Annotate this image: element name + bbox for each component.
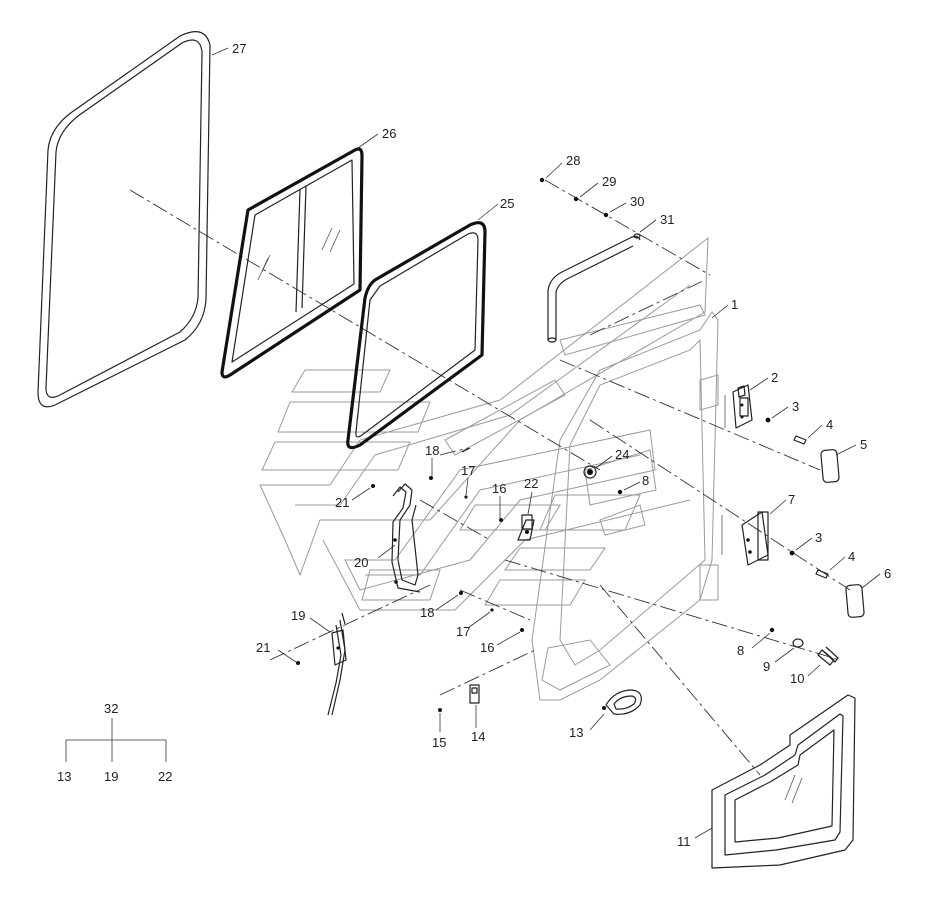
callout-22a: 22 [524,476,538,491]
door-frame-ghost [259,236,719,701]
fastener-8a [617,489,623,495]
hose-31 [547,233,641,343]
callout-10: 10 [790,671,804,686]
sliding-window-26 [220,147,364,379]
callout-21b: 21 [256,640,270,655]
callout-11: 11 [677,834,691,849]
callout-17a: 17 [461,463,475,478]
knob-24 [583,465,597,479]
callout-13b: 13 [57,769,71,784]
covers-5-6 [820,449,865,618]
lower-glass-11 [711,694,856,869]
callout-16b: 16 [480,640,494,655]
callout-14: 14 [471,729,485,744]
callout-labels: 27 26 25 28 29 30 31 1 2 3 4 5 7 3 4 6 2… [57,41,891,849]
callout-1: 1 [731,297,738,312]
small-screws [296,447,524,712]
callout-4b: 4 [848,549,855,564]
hinge-upper-2 [724,384,753,429]
callout-7: 7 [788,492,795,507]
callout-24: 24 [615,447,629,462]
callout-3b: 3 [815,530,822,545]
kit-tree-32 [65,718,167,762]
assembly-center-lines [129,179,851,776]
callout-32: 32 [104,701,118,716]
callout-26: 26 [382,126,396,141]
callout-21a: 21 [335,495,349,510]
callout-18b: 18 [420,605,434,620]
callout-6: 6 [884,566,891,581]
callout-18a: 18 [425,443,439,458]
callout-31: 31 [660,212,674,227]
callout-25: 25 [500,196,514,211]
callout-15: 15 [432,735,446,750]
callout-30: 30 [630,194,644,209]
latch-22 [517,514,535,541]
callout-28: 28 [566,153,580,168]
door-seal-27 [37,31,211,408]
fixed-window-25 [346,221,487,450]
callout-3a: 3 [792,399,799,414]
hinge-lower-7 [721,511,769,566]
lock-rod-19 [327,612,347,716]
callout-5: 5 [860,437,867,452]
callout-8b: 8 [737,643,744,658]
callout-29: 29 [602,174,616,189]
handle-13 [602,689,642,715]
callout-4a: 4 [826,417,833,432]
callout-22b: 22 [158,769,172,784]
callout-17b: 17 [456,624,470,639]
hardware-28-30 [539,177,609,218]
rod-20 [391,483,421,593]
callout-9: 9 [763,659,770,674]
callout-19a: 19 [291,608,305,623]
lock-14 [469,684,480,704]
callout-2: 2 [771,370,778,385]
callout-20: 20 [354,555,368,570]
callout-27: 27 [232,41,246,56]
callout-16a: 16 [492,481,506,496]
callout-19b: 19 [104,769,118,784]
callout-13a: 13 [569,725,583,740]
callout-8a: 8 [642,473,649,488]
pin-10 [821,646,839,663]
leader-lines [211,47,881,839]
